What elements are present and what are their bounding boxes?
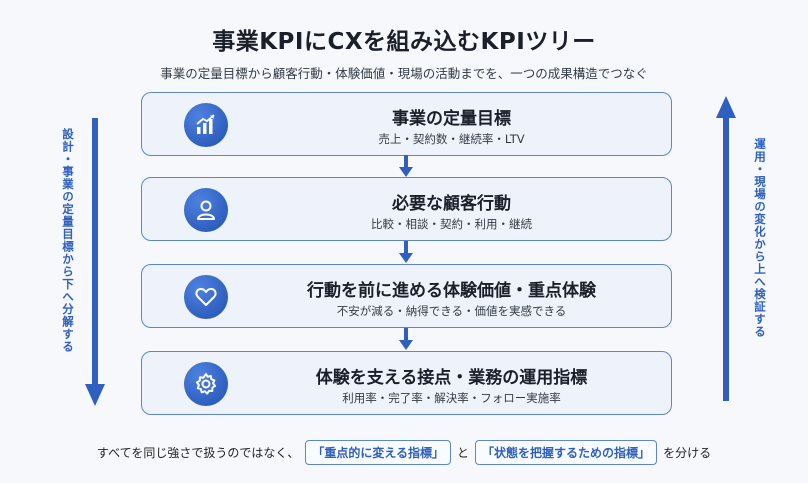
- right-side-label: 運用・現場の変化から上へ検証する: [753, 138, 767, 338]
- footer-text-after: を分ける: [663, 446, 712, 460]
- kpi-level-2-sub: 比較・相談・契約・利用・継続: [371, 217, 532, 231]
- kpi-level-4-box: 体験を支える接点・業務の運用指標 利用率・完了率・解決率・フォロー実施率: [141, 351, 672, 415]
- status-metric-pill: 「状態を把握するための指標」: [475, 440, 658, 465]
- kpi-level-4-sub: 利用率・完了率・解決率・フォロー実施率: [342, 391, 561, 405]
- up-verify-arrow: [716, 96, 736, 401]
- footer-text-before: すべてを同じ強さで扱うのではなく、: [96, 446, 300, 460]
- kpi-level-1-sub: 売上・契約数・継続率・LTV: [378, 132, 525, 146]
- kpi-level-1-box: 事業の定量目標 売上・契約数・継続率・LTV: [141, 92, 672, 156]
- kpi-level-3-title: 行動を前に進める体験価値・重点体験: [307, 281, 596, 301]
- page-title: 事業KPIにCXを組み込むKPIツリー: [212, 29, 596, 55]
- kpi-level-1-title: 事業の定量目標: [392, 109, 511, 129]
- kpi-level-3-box: 行動を前に進める体験価値・重点体験 不安が減る・納得できる・価値を実感できる: [141, 264, 672, 328]
- kpi-level-4-title: 体験を支える接点・業務の運用指標: [315, 368, 588, 388]
- kpi-level-2-box: 必要な顧客行動 比較・相談・契約・利用・継続: [141, 177, 672, 241]
- level-connector-arrow: [399, 241, 413, 263]
- level-connector-arrow: [399, 328, 413, 350]
- footer-note: すべてを同じ強さで扱うのではなく、 「重点的に変える指標」 と 「状態を把握する…: [0, 440, 808, 465]
- gear-icon: [184, 362, 228, 406]
- kpi-level-2-title: 必要な顧客行動: [392, 194, 511, 214]
- kpi-level-3-sub: 不安が減る・納得できる・価値を実感できる: [336, 304, 567, 318]
- left-side-label: 設計・事業の定量目標から下へ分解する: [61, 128, 75, 353]
- user-icon: [184, 188, 228, 232]
- level-connector-arrow: [399, 155, 413, 177]
- down-decompose-arrow: [85, 118, 105, 406]
- page-subtitle: 事業の定量目標から顧客行動・体験価値・現場の活動までを、一つの成果構造でつなぐ: [160, 66, 648, 81]
- footer-text-and: と: [457, 446, 470, 460]
- growth-chart-icon: [184, 103, 228, 147]
- heart-icon: [184, 275, 228, 319]
- focus-metric-pill: 「重点的に変える指標」: [305, 440, 452, 465]
